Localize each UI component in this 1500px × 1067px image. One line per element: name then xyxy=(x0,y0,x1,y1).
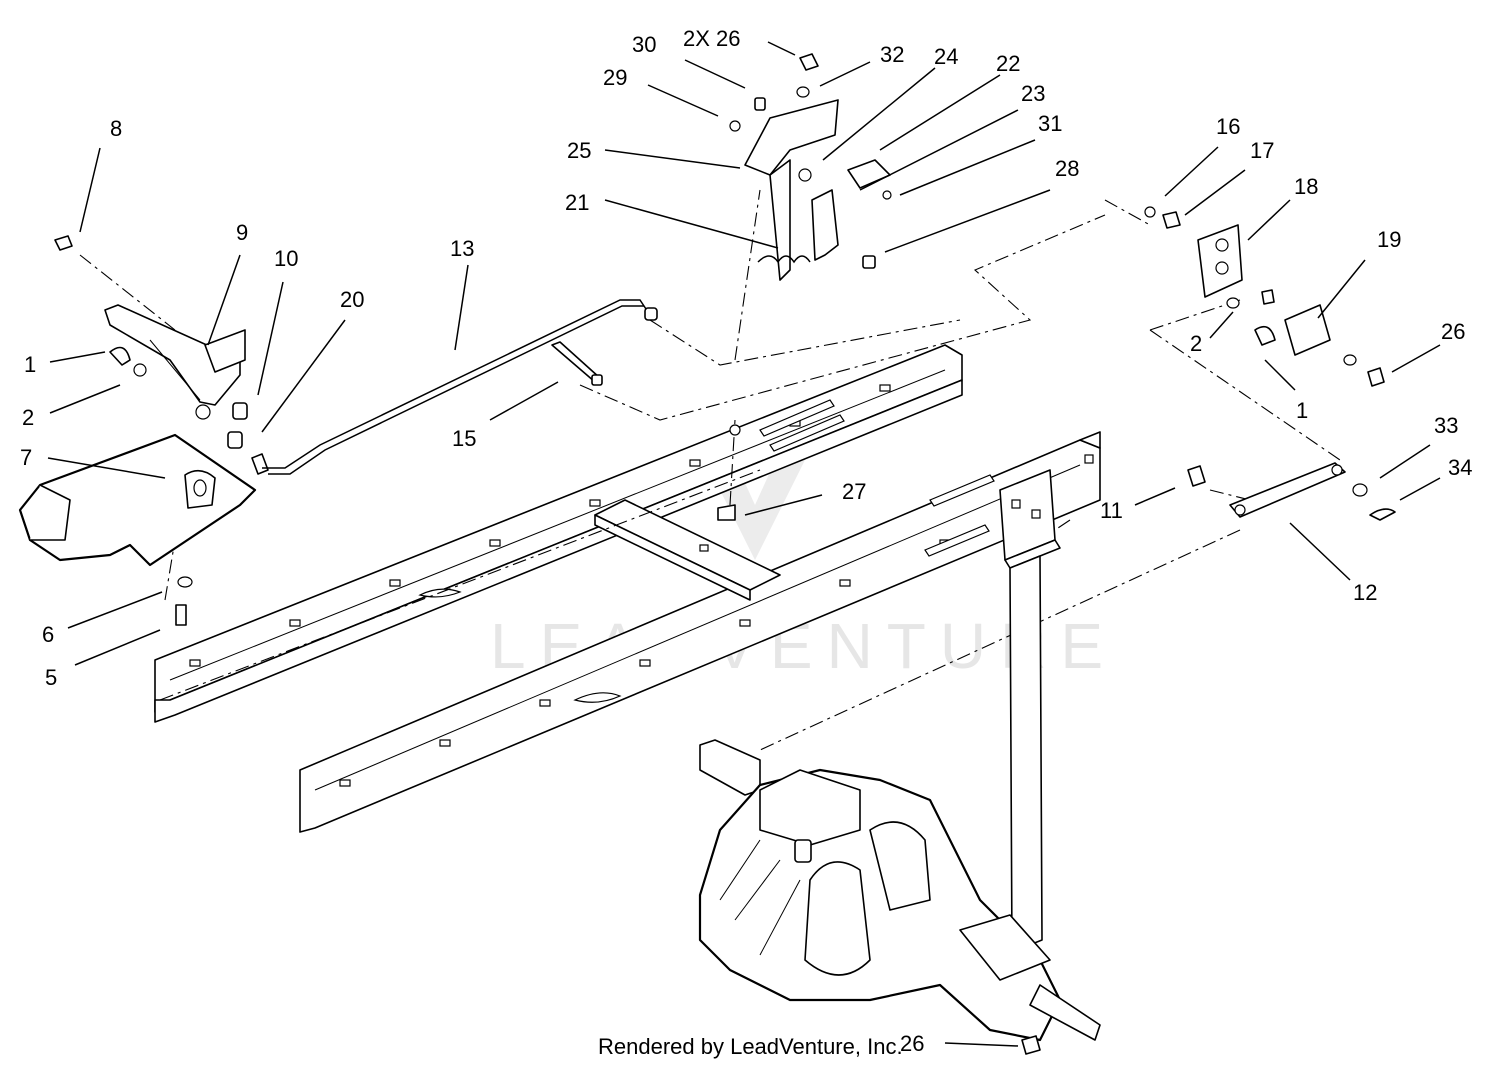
callout-34: 34 xyxy=(1448,455,1472,480)
callout-15: 15 xyxy=(452,426,476,451)
callout-2-left: 2 xyxy=(22,405,34,430)
callout-22: 22 xyxy=(996,51,1020,76)
callout-1-right: 1 xyxy=(1296,398,1308,423)
right-hardware xyxy=(1144,206,1385,387)
right-bracket-part-18 xyxy=(1197,224,1243,298)
callout-16: 16 xyxy=(1216,114,1240,139)
callout-17: 17 xyxy=(1250,138,1274,163)
vertical-bracket xyxy=(999,469,1061,953)
callout-18: 18 xyxy=(1294,174,1318,199)
cross-member xyxy=(594,499,781,601)
callout-9: 9 xyxy=(236,220,248,245)
callout-12: 12 xyxy=(1353,580,1377,605)
callout-5: 5 xyxy=(45,665,57,690)
pedal-hardware xyxy=(54,235,269,626)
frame-rail-left xyxy=(154,344,963,723)
callout-23: 23 xyxy=(1021,81,1045,106)
callout-27: 27 xyxy=(842,479,866,504)
footrest-part-7 xyxy=(18,433,257,567)
callout-30: 30 xyxy=(632,32,656,57)
callout-11: 11 xyxy=(1100,498,1123,523)
callout-32: 32 xyxy=(880,42,904,67)
link-part-12 xyxy=(1229,462,1346,518)
pedal-arm-part-9 xyxy=(104,304,246,406)
callout-8: 8 xyxy=(110,116,122,141)
callout-2x26: 2X 26 xyxy=(683,26,741,51)
callout-26-bottom: 26 xyxy=(900,1031,924,1056)
callout-29: 29 xyxy=(603,65,627,90)
frame-rail-right xyxy=(299,431,1101,833)
pin-part-15 xyxy=(551,341,603,386)
leader-lines xyxy=(47,41,1441,1055)
callout-31: 31 xyxy=(1038,111,1062,136)
callout-13: 13 xyxy=(450,236,474,261)
callout-24: 24 xyxy=(934,44,958,69)
callout-1-left: 1 xyxy=(24,352,36,377)
callout-26-right: 26 xyxy=(1441,319,1465,344)
callout-20: 20 xyxy=(340,287,364,312)
callout-10: 10 xyxy=(274,246,298,271)
callout-28: 28 xyxy=(1055,156,1079,181)
link-hardware xyxy=(1187,465,1396,521)
callout-19: 19 xyxy=(1377,227,1401,252)
bracket-assembly xyxy=(717,53,892,521)
transmission xyxy=(698,739,1101,1042)
callout-6: 6 xyxy=(42,622,54,647)
callout-21: 21 xyxy=(565,190,589,215)
callout-labels: 8 9 10 20 1 2 7 6 5 13 15 30 2X 26 32 29… xyxy=(20,26,1472,1056)
control-rod-part-13 xyxy=(262,299,658,475)
callout-7: 7 xyxy=(20,445,32,470)
render-credit: Rendered by LeadVenture, Inc. xyxy=(598,1034,903,1059)
callout-33: 33 xyxy=(1434,413,1458,438)
callout-25: 25 xyxy=(567,138,591,163)
callout-2-right: 2 xyxy=(1190,331,1202,356)
